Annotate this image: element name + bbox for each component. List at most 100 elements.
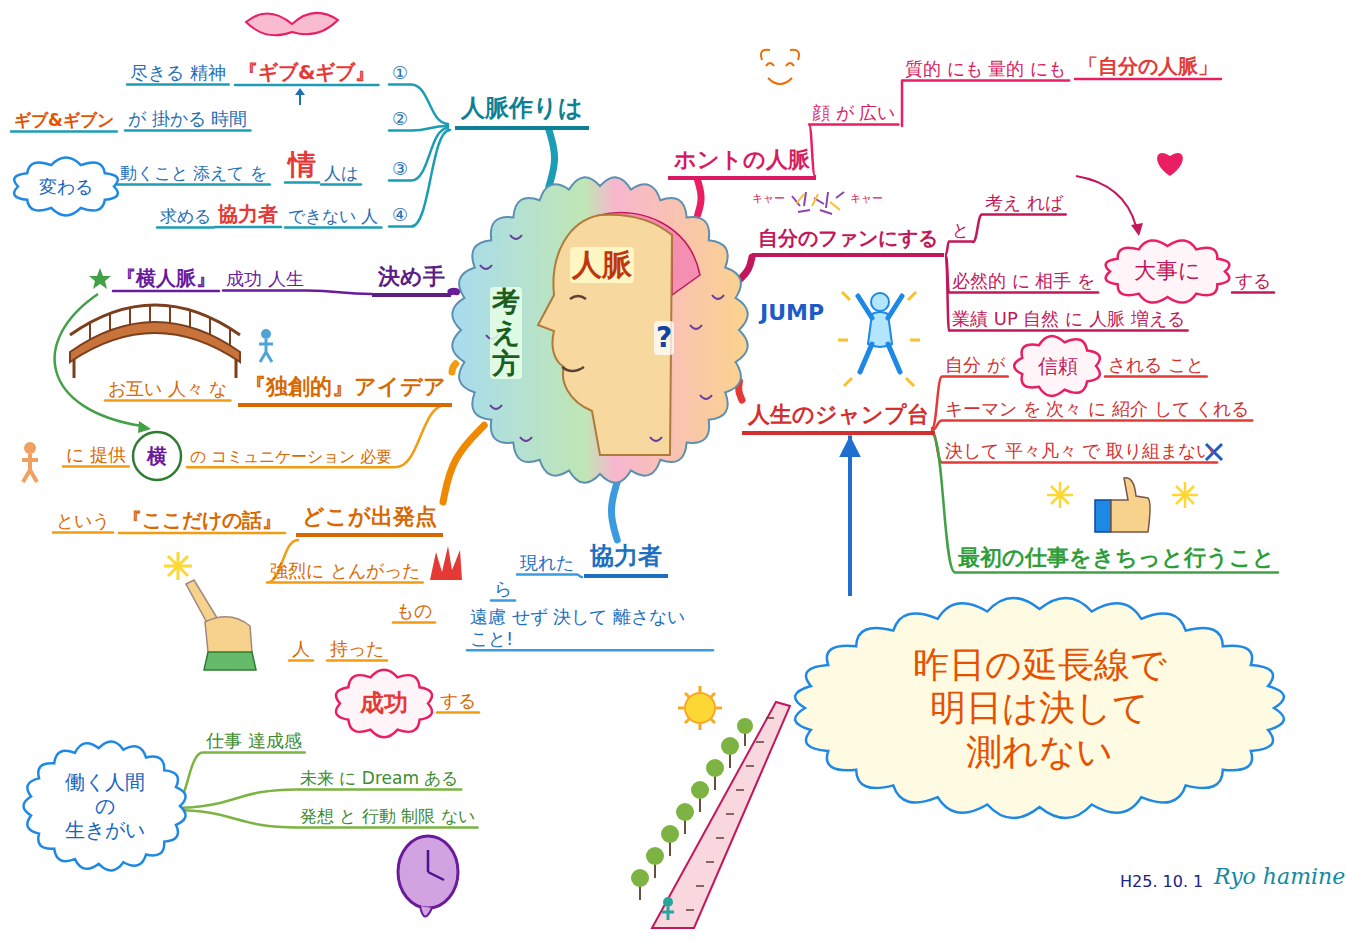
branch-text: 『横人脈』 (116, 266, 216, 290)
pointing-hand-part (204, 652, 256, 670)
bridge-drawing-part (189, 310, 191, 327)
branch-underline (393, 621, 435, 624)
person-figure-part (261, 329, 271, 339)
sparkle-part (164, 552, 192, 580)
sparkle (164, 552, 192, 580)
branch-text: 持った (330, 638, 384, 660)
bridge-drawing-part (109, 313, 111, 330)
ruler-road-part (686, 718, 774, 910)
branch-line (452, 364, 456, 372)
up-arrow-part (299, 94, 301, 105)
branch-underline (389, 130, 450, 227)
branch-text: 最初の仕事をきちっと行うこと (958, 545, 1275, 571)
branch-underline (117, 183, 270, 186)
branch-text: ギブ&ギブン (14, 110, 114, 130)
author-signature: Ryo hamine (1214, 864, 1345, 890)
branch-text: 情 (288, 148, 316, 182)
node-text: 働く人間 の 生きがい (59, 770, 151, 842)
arrow-connector (848, 435, 852, 596)
branch-text: 決して 平々凡々 で 取り組まない (945, 440, 1214, 462)
branch-text: 未来 に Dream ある (300, 768, 458, 788)
person-figure-part (259, 339, 273, 362)
heart (1157, 153, 1183, 176)
branch-text: 『ギブ&ギブ』 (238, 60, 375, 84)
brain-shape (452, 177, 747, 482)
branch-underline (63, 465, 129, 468)
branch-underline (932, 434, 1278, 572)
sun-drawing-part (678, 686, 722, 730)
node-text: 考え方 (490, 287, 522, 379)
bridge-drawing-part (70, 305, 240, 335)
branch-underline (809, 125, 898, 176)
thumbs-up (1095, 478, 1150, 532)
branch-underline (932, 421, 1252, 430)
down-arrow-part (1076, 176, 1136, 226)
bridge-drawing-part (149, 305, 151, 322)
melting-clock-part (428, 850, 444, 880)
branch-underline (1232, 291, 1274, 294)
person-figure (259, 329, 273, 362)
branch-text: する (440, 690, 476, 712)
branch-text: と (952, 220, 969, 240)
heart-part (1157, 153, 1183, 176)
branch-text: する (1235, 270, 1271, 292)
cloud-bubble: 信頼 (1012, 334, 1104, 398)
branch-underline (327, 659, 387, 662)
branch-text: 尽きる 精神 (130, 62, 226, 84)
brain-squiggle (480, 235, 724, 441)
up-arrow-part (295, 88, 305, 95)
cheer-text: キャー (752, 192, 785, 205)
branch-line (443, 425, 484, 502)
branch-underline (187, 405, 446, 467)
trees-drawing-part (631, 869, 649, 887)
confetti (792, 192, 844, 214)
melting-clock (398, 836, 458, 917)
green-star-part (89, 268, 111, 289)
node-text: 昨日の延長線で 明日は決して 測れない (892, 643, 1187, 773)
branch-underline (1075, 78, 1221, 81)
branch-underline (235, 84, 378, 87)
branch-text: 遠慮 せず 決して 離さない こと! (470, 606, 710, 649)
branch-text: 業績 UP 自然 に 人脈 増える (952, 308, 1185, 330)
branch-keyword: 人生のジャンプ台 (742, 400, 935, 435)
branch-keyword: ホントの人脈 (668, 145, 816, 180)
melting-clock-part (398, 836, 458, 908)
branch-text: 動くこと 添えて を (120, 163, 267, 183)
node-text: 信頼 (1038, 354, 1078, 378)
branch-text: の コミュニケーション 必要 (190, 447, 392, 466)
branch-underline (119, 532, 285, 535)
trees-drawing-part (676, 803, 694, 821)
bridge-drawing-part (169, 306, 171, 323)
callout-number: ② (392, 108, 408, 130)
green-arrow (55, 294, 151, 433)
smiley-doodle-part (761, 50, 799, 84)
jumping-figure-part (858, 296, 902, 372)
branch-text: 「自分の人脈」 (1078, 54, 1218, 78)
branch-underline (946, 241, 972, 254)
trees-drawing-part (691, 781, 709, 799)
branch-text: という (56, 510, 110, 532)
branch-text: 求める (160, 206, 211, 226)
branch-underline (113, 290, 219, 293)
bridge-drawing-part (229, 328, 231, 345)
branch-text: キーマン を 次々 に 紹介 して くれる (945, 398, 1249, 420)
branch-underlines (11, 79, 1278, 827)
branch-keyword: 協力者 (584, 540, 668, 578)
branch-line (740, 257, 752, 280)
brain-center: 考え方人脈? (450, 175, 750, 485)
branch-line (451, 288, 457, 296)
branch-underline (932, 432, 1217, 463)
branch-keyword: どこが出発点 (296, 502, 443, 537)
cloud-bubble: 成功 (332, 668, 436, 739)
branch-underline (289, 659, 313, 662)
spiky-mark (430, 546, 462, 580)
face-profile (538, 215, 672, 455)
branch-underline (321, 183, 361, 186)
sun-drawing-part (685, 693, 715, 723)
cloud-bubble: 働く人間 の 生きがい (22, 740, 188, 872)
bridge-drawing-part (209, 318, 211, 335)
branch-text: もの (396, 600, 432, 622)
node-text: 自分のファンにする (758, 226, 938, 250)
